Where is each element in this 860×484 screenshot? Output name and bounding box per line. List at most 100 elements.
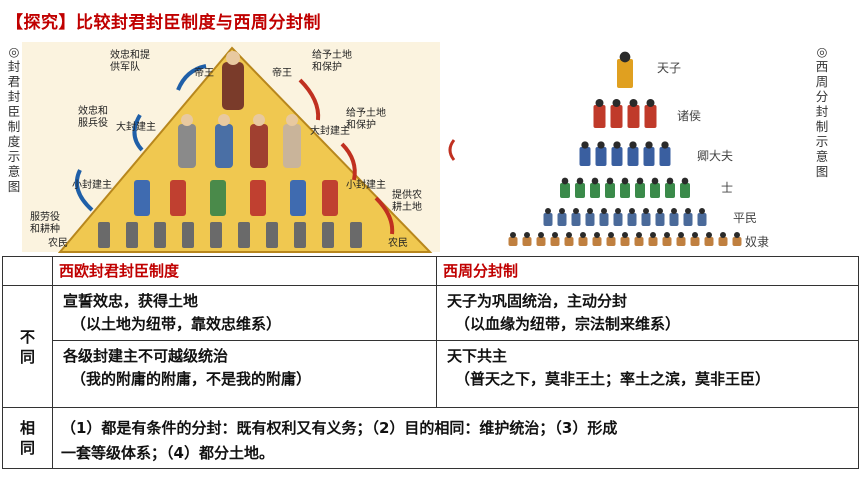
arrow-up-icon bbox=[176, 64, 207, 91]
zhou-person-head bbox=[561, 177, 569, 185]
vertical-char: 意 bbox=[815, 149, 829, 164]
zhou-person-figure bbox=[606, 237, 616, 246]
arrow-down-icon bbox=[340, 142, 357, 181]
feudal-pyramid-diagram: 帝王 大封建主 小封建主 农民 帝王 大封建主 小封建主 农民 效忠和提 供军队… bbox=[22, 42, 440, 253]
zhou-person-figure bbox=[718, 237, 728, 246]
zhou-person-figure bbox=[575, 183, 585, 198]
zhou-person-head bbox=[581, 141, 589, 149]
zhou-person-figure bbox=[585, 213, 595, 226]
vertical-char: 君 bbox=[7, 74, 21, 89]
feudal-cell: 宣誓效忠，获得土地 （以土地为纽带，靠效忠维系） bbox=[52, 285, 437, 341]
zhou-person-figure bbox=[620, 237, 630, 246]
vertical-char: 度 bbox=[7, 134, 21, 149]
caption: 给予土地 bbox=[346, 106, 386, 119]
header-feudal: 西欧封君封臣制度 bbox=[52, 256, 437, 286]
feudal-cell: 各级封建主不可越级统治 （我的附庸的附庸，不是我的附庸） bbox=[52, 340, 437, 408]
level-label: 农民 bbox=[388, 236, 408, 249]
zhou-person-figure bbox=[635, 183, 645, 198]
level-label: 平民 bbox=[733, 211, 757, 225]
table-header-row: 西欧封君封臣制度 西周分封制 bbox=[2, 256, 859, 286]
zhou-person-figure bbox=[550, 237, 560, 246]
zhou-person-head bbox=[559, 208, 565, 214]
zhou-person-figure bbox=[536, 237, 546, 246]
zhou-person-head bbox=[601, 208, 607, 214]
vertical-char: 封 bbox=[7, 59, 21, 74]
zhou-person-head bbox=[621, 177, 629, 185]
zhou-person-figure bbox=[564, 237, 574, 246]
zhou-person-head bbox=[594, 232, 600, 238]
zhou-person-figure bbox=[690, 237, 700, 246]
page-title: 【探究】比较封君封臣制度与西周分封制 bbox=[6, 13, 321, 33]
caption: 效忠和提 bbox=[110, 48, 150, 61]
vertical-char: 臣 bbox=[7, 104, 21, 119]
arrow-up-icon bbox=[132, 113, 144, 152]
zhou-person-head bbox=[538, 232, 544, 238]
vertical-char: 意 bbox=[7, 164, 21, 179]
level-label: 士 bbox=[721, 181, 733, 195]
zhou-person-head bbox=[629, 141, 637, 149]
zhou-person-head bbox=[629, 99, 638, 107]
zhou-person-figure bbox=[590, 183, 600, 198]
zhou-diagram-label: ◎西周分封制示意图 bbox=[814, 44, 830, 179]
caption: 服劳役 bbox=[30, 210, 60, 223]
zhou-person-figure bbox=[648, 237, 658, 246]
zhou-person-head bbox=[664, 232, 670, 238]
zhou-person-figure bbox=[680, 183, 690, 198]
zhou-pyramid-diagram: 天子 诸侯 卿大夫 士 平民 奴隶 bbox=[508, 51, 769, 249]
comparison-table: 西欧封君封臣制度 西周分封制 不同 宣誓效忠，获得土地 （以土地为纽带，靠效忠维… bbox=[2, 256, 859, 469]
vertical-char: 示 bbox=[7, 149, 21, 164]
zhou-person-head bbox=[692, 232, 698, 238]
zhou-person-figure bbox=[508, 237, 518, 246]
feudal-diagram-label: ◎封君封臣制度示意图 bbox=[6, 44, 22, 194]
vertical-char: 封 bbox=[815, 104, 829, 119]
zhou-person-head bbox=[622, 232, 628, 238]
zhou-person-figure bbox=[599, 213, 609, 226]
caption: 供军队 bbox=[110, 60, 140, 73]
vertical-char: 制 bbox=[815, 119, 829, 134]
zhou-person-figure bbox=[683, 213, 693, 226]
zhou-person-figure bbox=[643, 147, 655, 166]
zhou-person-head bbox=[685, 208, 691, 214]
zhou-person-head bbox=[597, 141, 605, 149]
zhou-cell: 天子为巩固统治，主动分封 （以血缘为纽带，宗法制来维系） bbox=[436, 285, 859, 341]
vertical-char: 封 bbox=[7, 89, 21, 104]
zhou-person-head bbox=[608, 232, 614, 238]
zhou-person-figure bbox=[543, 213, 553, 226]
caption: 服兵役 bbox=[78, 116, 108, 129]
arrow-down-icon bbox=[298, 78, 321, 121]
zhou-person-figure bbox=[595, 147, 607, 166]
zhou-person-head bbox=[720, 232, 726, 238]
zhou-person-head bbox=[613, 141, 621, 149]
caption: 耕土地 bbox=[392, 200, 422, 213]
zhou-person-figure bbox=[627, 147, 639, 166]
caption: 和保护 bbox=[346, 118, 376, 131]
zhou-person-head bbox=[699, 208, 705, 214]
vertical-char: ◎ bbox=[8, 44, 20, 59]
vertical-char: 西 bbox=[815, 59, 829, 74]
zhou-person-figure bbox=[659, 147, 671, 166]
zhou-person-figure bbox=[579, 147, 591, 166]
zhou-person-head bbox=[651, 177, 659, 185]
zhou-person-head bbox=[650, 232, 656, 238]
level-label: 卿大夫 bbox=[697, 149, 733, 163]
zhou-person-head bbox=[615, 208, 621, 214]
caption: 效忠和 bbox=[78, 104, 108, 117]
zhou-person-figure bbox=[662, 237, 672, 246]
table-row: 不同 宣誓效忠，获得土地 （以土地为纽带，靠效忠维系） 天子为巩固统治，主动分封… bbox=[2, 285, 859, 408]
zhou-person-head bbox=[636, 232, 642, 238]
arrow-up-icon bbox=[75, 169, 94, 212]
zhou-person-head bbox=[612, 99, 621, 107]
zhou-person-head bbox=[545, 208, 551, 214]
zhou-person-figure bbox=[634, 237, 644, 246]
zhou-person-figure bbox=[669, 213, 679, 226]
zhou-figures bbox=[508, 51, 742, 246]
level-label: 诸侯 bbox=[677, 109, 701, 123]
zhou-person-head bbox=[619, 51, 631, 63]
caption: 和耕种 bbox=[30, 222, 60, 235]
zhou-person-head bbox=[524, 232, 530, 238]
caption: 给予土地 bbox=[312, 48, 352, 61]
zhou-person-figure bbox=[650, 183, 660, 198]
zhou-person-head bbox=[678, 232, 684, 238]
level-label: 奴隶 bbox=[745, 235, 769, 249]
zhou-person-figure bbox=[627, 105, 640, 128]
